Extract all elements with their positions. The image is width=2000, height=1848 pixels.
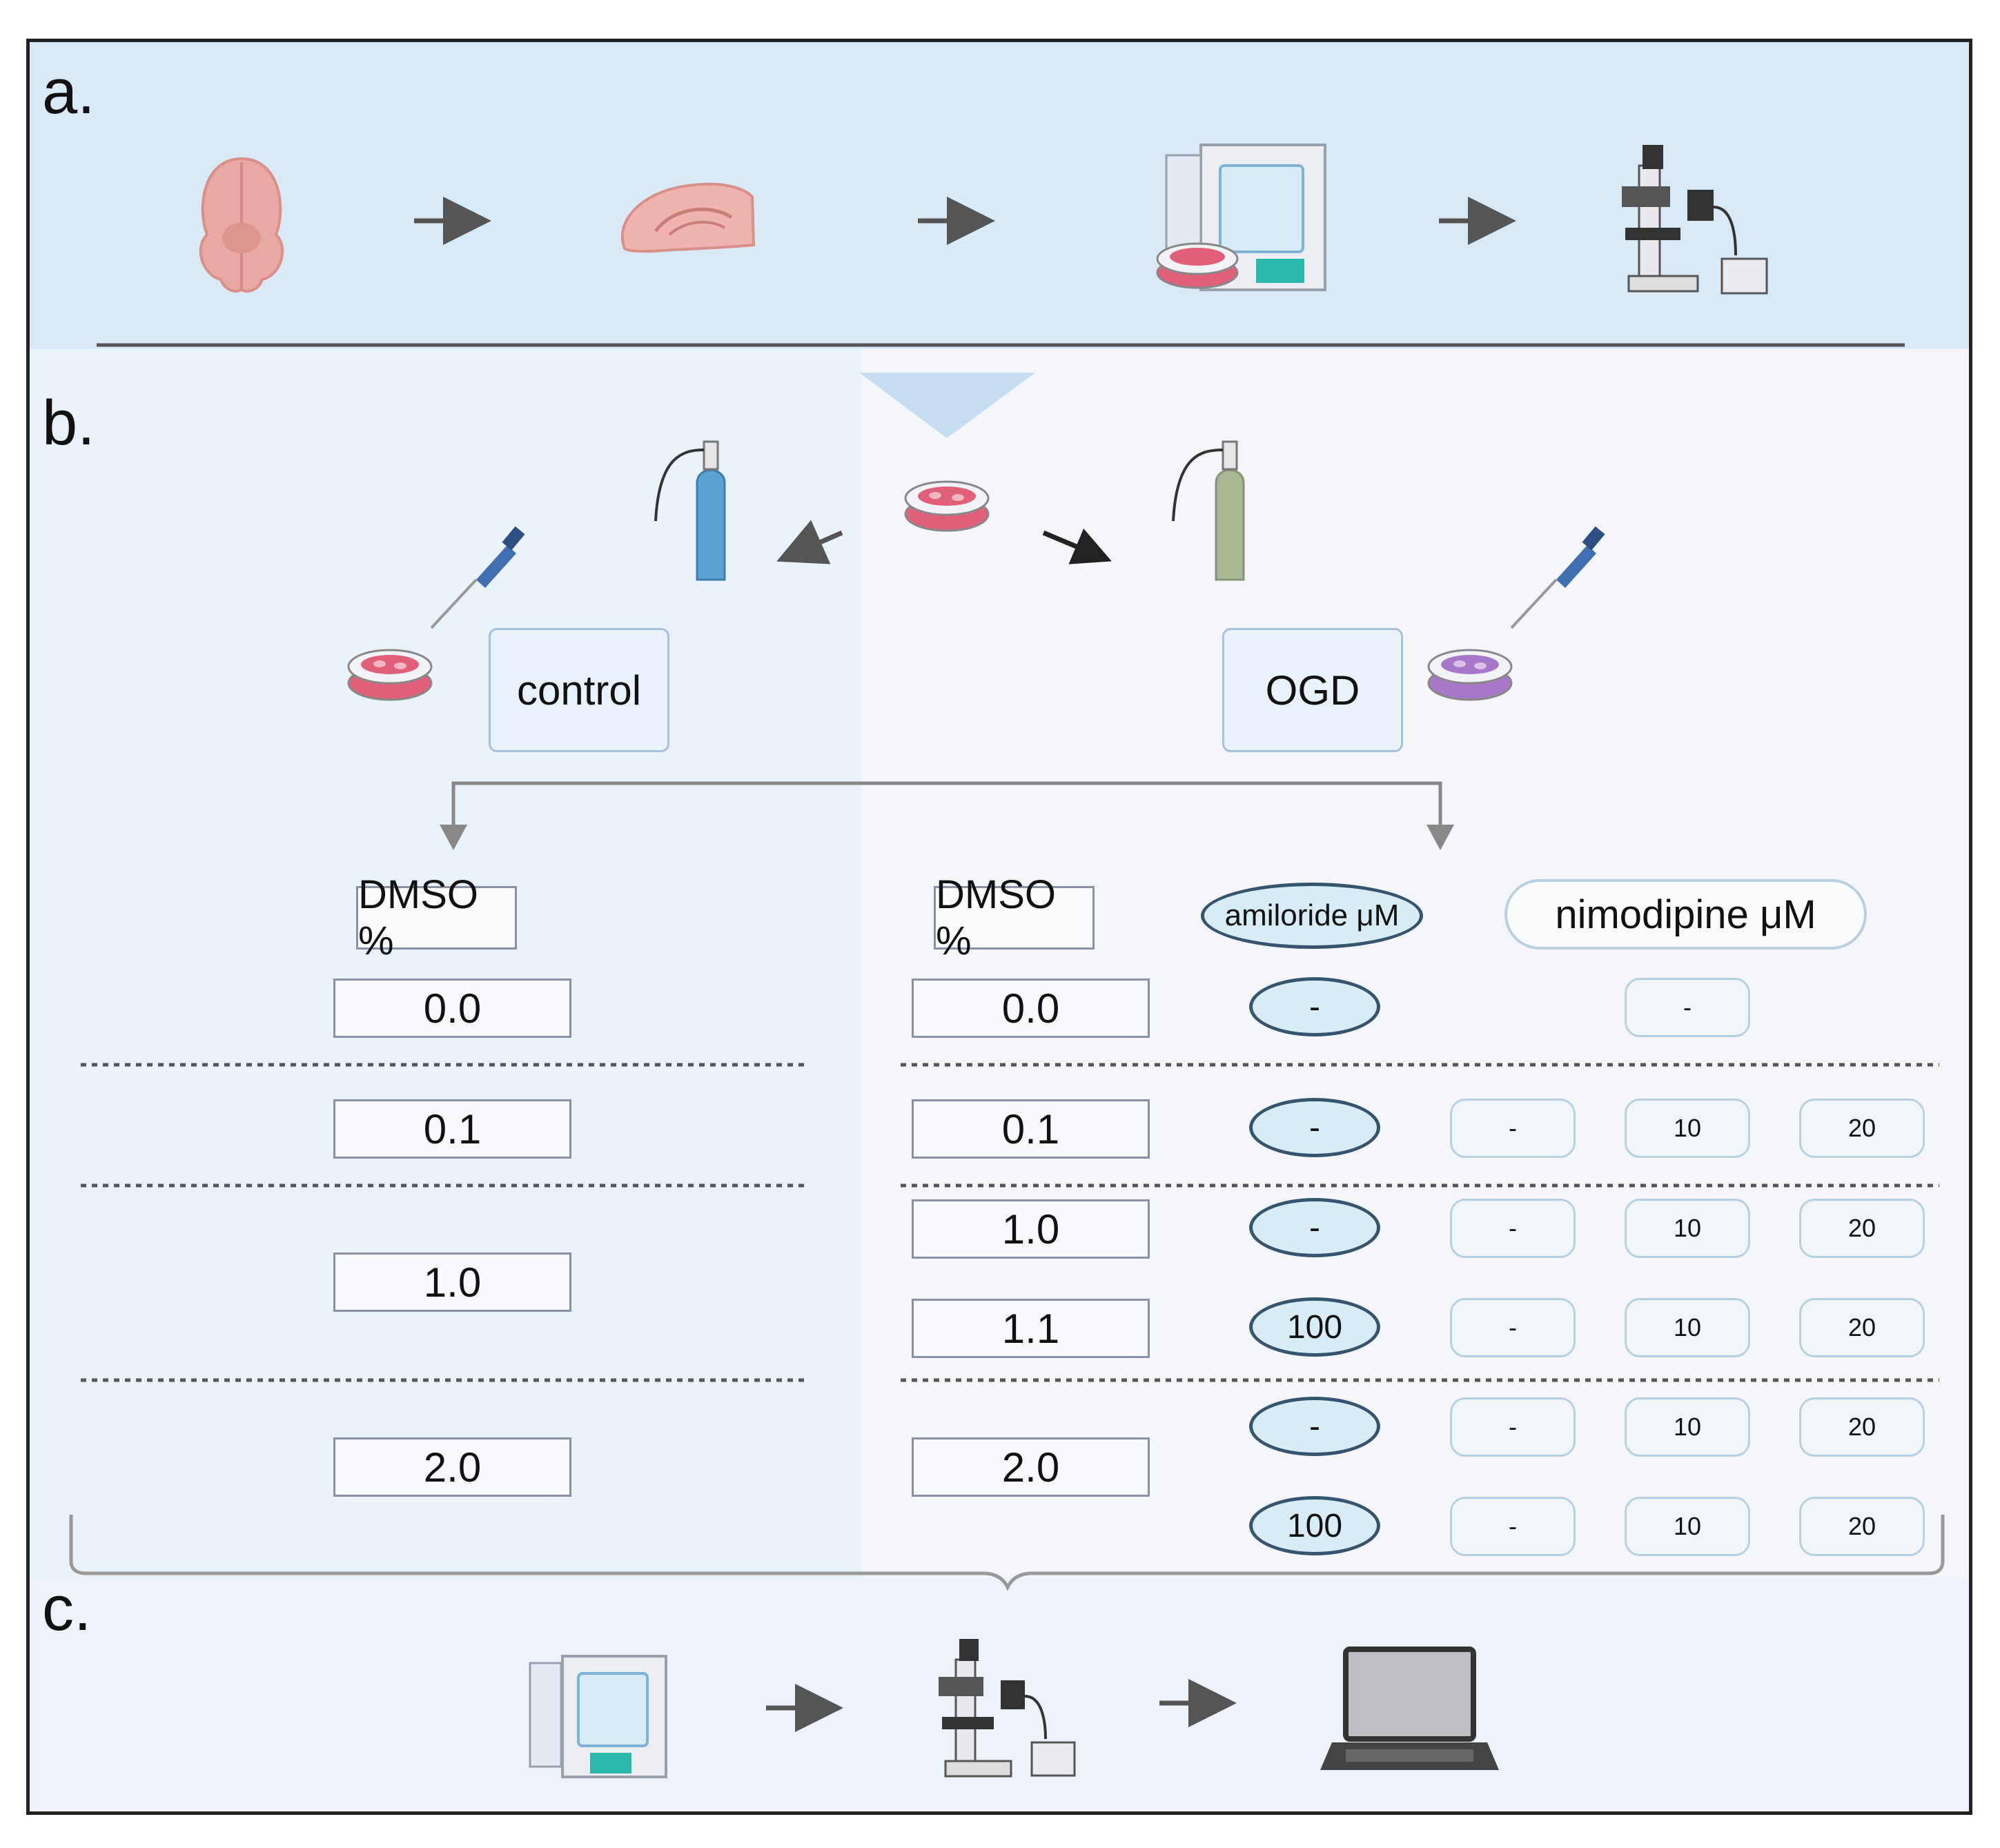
incubator-icon	[529, 1655, 667, 1778]
brain-icon	[199, 157, 284, 293]
ogd-nimodipine-value: -	[1450, 1298, 1576, 1357]
ogd-dmso-value: 2.0	[912, 1437, 1150, 1497]
laptop-icon	[1320, 1647, 1499, 1770]
brain-slice-icon	[620, 182, 756, 253]
ogd-dmso-value: 0.1	[912, 1099, 1150, 1159]
ogd-amiloride-value: 100	[1249, 1297, 1380, 1357]
ogd-nimodipine-value: -	[1450, 1497, 1576, 1556]
culture-dish-icon	[904, 480, 990, 532]
ogd-amiloride-value: -	[1249, 1098, 1380, 1157]
ogd-nimodipine-value: 10	[1625, 1199, 1750, 1258]
ogd-nimodipine-value: 10	[1625, 1497, 1750, 1556]
flow-down-arrow	[859, 373, 1035, 438]
row-separators	[81, 1063, 1939, 1382]
ogd-nimodipine-value: 20	[1799, 1497, 1925, 1556]
ogd-nimodipine-value: 20	[1799, 1397, 1925, 1457]
panel-label-c: c.	[42, 1573, 92, 1644]
ogd-dmso-value: 1.1	[912, 1299, 1150, 1358]
ogd-amiloride-value: -	[1249, 1198, 1380, 1257]
gas-cylinder-blue-icon	[654, 440, 726, 581]
control-dmso-value: 0.1	[333, 1099, 571, 1159]
microscope-icon	[939, 1639, 1076, 1778]
condition-control-box: control	[489, 628, 669, 752]
ogd-nimodipine-value: 20	[1799, 1298, 1925, 1357]
culture-dish-icon	[347, 649, 433, 701]
control-dmso-value: 1.0	[333, 1252, 571, 1312]
condition-ogd-box: OGD	[1222, 628, 1403, 752]
panel-label-b: b.	[42, 388, 95, 458]
ogd-nimodipine-header: nimodipine μM	[1504, 879, 1867, 950]
ogd-nimodipine-value: -	[1625, 978, 1750, 1037]
ogd-nimodipine-value: 10	[1625, 1397, 1750, 1457]
ogd-nimodipine-value: -	[1450, 1099, 1576, 1158]
ogd-nimodipine-value: 10	[1625, 1099, 1750, 1158]
ogd-amiloride-value: -	[1249, 1397, 1380, 1456]
incubator-icon	[1156, 144, 1326, 291]
pipette-icon	[430, 526, 525, 629]
ogd-dmso-header: DMSO %	[934, 872, 1095, 963]
panel-label-a: a.	[42, 57, 95, 127]
figure-frame: a. b. c.	[26, 39, 1972, 1815]
gas-cylinder-green-icon	[1172, 440, 1245, 581]
control-dmso-value: 2.0	[333, 1437, 571, 1497]
ogd-amiloride-header: amiloride μM	[1201, 883, 1423, 949]
ogd-nimodipine-value: 10	[1625, 1298, 1750, 1357]
flow-arrow-to-ogd	[1042, 528, 1112, 564]
ogd-nimodipine-value: 20	[1799, 1199, 1925, 1258]
ogd-nimodipine-value: -	[1450, 1397, 1576, 1457]
split-connector	[451, 781, 1442, 825]
culture-dish-ogd-icon	[1427, 649, 1513, 701]
control-dmso-value: 0.0	[333, 979, 571, 1038]
microscope-icon	[1622, 145, 1768, 295]
ogd-nimodipine-value: -	[1450, 1199, 1576, 1258]
control-dmso-header: DMSO %	[356, 872, 517, 963]
panel-b-ogd-background	[861, 349, 1969, 1577]
pipette-icon	[1510, 526, 1605, 629]
ogd-nimodipine-value: 20	[1799, 1099, 1925, 1158]
ogd-dmso-value: 1.0	[912, 1199, 1150, 1259]
summary-brace	[69, 1515, 1945, 1591]
ogd-amiloride-value: -	[1249, 977, 1380, 1036]
ogd-amiloride-value: 100	[1249, 1496, 1380, 1555]
diagram-graphics	[69, 144, 1945, 1778]
flow-arrow-to-control	[776, 520, 843, 564]
ogd-dmso-value: 0.0	[912, 979, 1150, 1038]
